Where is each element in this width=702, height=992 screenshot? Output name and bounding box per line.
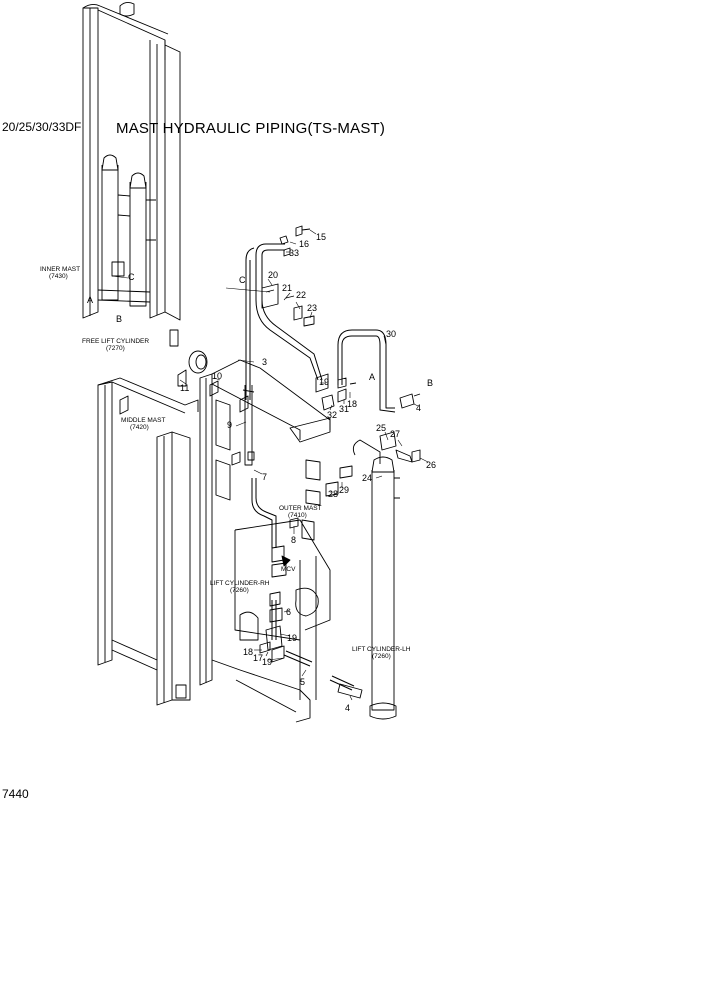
part-callout: 25 <box>376 423 386 433</box>
mcv-label: MCV <box>281 566 296 573</box>
part-callout: 18 <box>347 399 357 409</box>
free-lift-sheave <box>177 350 208 387</box>
free-lift-cylinder-code: (7270) <box>106 345 125 352</box>
outer-mast-label: OUTER MAST <box>279 505 322 512</box>
part-callout: 24 <box>362 473 372 483</box>
part-callout: 5 <box>300 677 305 687</box>
connection-c-inner: C <box>128 272 135 282</box>
part-callout: 18 <box>243 647 253 657</box>
outer-mast-drawing <box>199 359 331 723</box>
middle-mast-label: MIDDLE MAST <box>121 417 165 424</box>
free-lift-cylinder-label: FREE LIFT CYLINDER <box>82 338 149 345</box>
part-callout: 17 <box>253 653 263 663</box>
middle-mast-drawing <box>97 377 199 706</box>
lift-cylinder-rh-label: LIFT CYLINDER-RH <box>210 580 270 587</box>
part-callout: 32 <box>327 410 337 420</box>
part-callout: 7 <box>262 472 267 482</box>
part-callout: 10 <box>212 371 222 381</box>
lift-cylinder-lh-label: LIFT CYLINDER-LH <box>352 646 411 653</box>
drawing-code: 7440 <box>2 787 29 801</box>
part-callout: 21 <box>282 283 292 293</box>
inner-mast-drawing <box>82 1 181 347</box>
leader-lines <box>111 229 429 701</box>
connection-b-outer: B <box>427 378 433 388</box>
part-callout: 16 <box>299 239 309 249</box>
part-callout: 22 <box>296 290 306 300</box>
inner-mast-code: (7430) <box>49 273 68 280</box>
connection-letters: A B C C A B <box>87 272 433 388</box>
fittings <box>231 225 421 699</box>
part-callout: 9 <box>227 420 232 430</box>
part-callout: 4 <box>416 403 421 413</box>
connection-a-outer: A <box>369 372 375 382</box>
lift-cylinder-rh-code: (7260) <box>230 587 249 594</box>
part-callout: 29 <box>339 485 349 495</box>
part-callout: 19 <box>262 657 272 667</box>
part-callout: 19 <box>319 377 329 387</box>
connection-b-inner: B <box>116 314 122 324</box>
part-callout: 31 <box>339 404 349 414</box>
assembly-labels: INNER MAST (7430) FREE LIFT CYLINDER (72… <box>40 266 411 660</box>
part-callout: 27 <box>390 429 400 439</box>
part-callout: 15 <box>316 232 326 242</box>
lift-cylinder-lh-code: (7260) <box>372 653 391 660</box>
connection-c-outer: C <box>239 275 246 285</box>
chain-rod <box>242 385 255 466</box>
outer-mast-code: (7410) <box>288 512 307 519</box>
part-callout: 20 <box>268 270 278 280</box>
part-callout: 19 <box>287 633 297 643</box>
part-callouts: 15 16 33 20 21 22 23 30 3 10 11 19 32 31… <box>180 232 436 713</box>
part-callout: 23 <box>307 303 317 313</box>
page-title: MAST HYDRAULIC PIPING(TS-MAST) <box>116 120 386 137</box>
lift-cylinder-lh-drawing <box>352 439 400 720</box>
part-callout: 6 <box>286 607 291 617</box>
middle-mast-code: (7420) <box>130 424 149 431</box>
hydraulic-pipes <box>245 243 396 691</box>
model-range: 20/25/30/33DF <box>2 120 82 134</box>
inner-mast-label: INNER MAST <box>40 266 80 273</box>
connection-a-inner: A <box>87 295 93 305</box>
part-callout: 4 <box>345 703 350 713</box>
part-callout: 28 <box>328 489 338 499</box>
part-callout: 11 <box>180 383 189 393</box>
part-callout: 26 <box>426 460 436 470</box>
part-callout: 8 <box>291 535 296 545</box>
part-callout: 30 <box>386 329 396 339</box>
part-callout: 3 <box>262 357 267 367</box>
part-callout: 33 <box>289 248 299 258</box>
